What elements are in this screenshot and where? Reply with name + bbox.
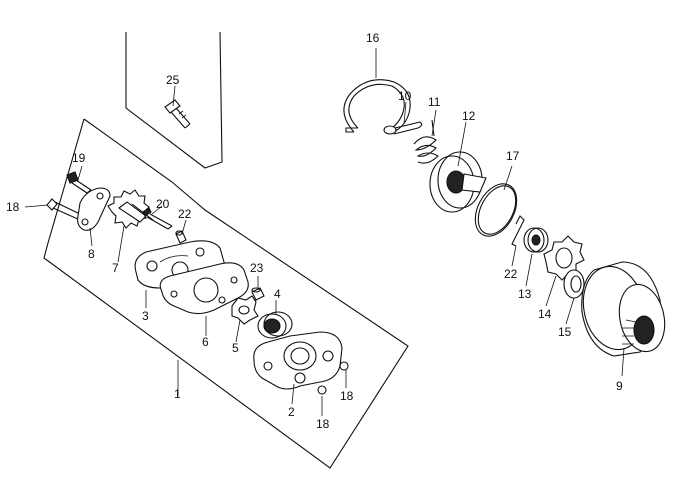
- callout-15: 15: [558, 325, 572, 339]
- callout-3: 3: [142, 309, 149, 323]
- o-ring-17: [474, 183, 518, 237]
- clip-23: [511, 215, 525, 247]
- sprocket-7: [107, 189, 154, 229]
- pump-body-2: [253, 331, 343, 390]
- pump-assembly-group-boundary: [43, 118, 409, 469]
- bolt-25-group-boundary: [125, 31, 223, 169]
- gasket-6: [159, 262, 249, 315]
- callout-5: 5: [232, 341, 239, 355]
- callout-18-a: 18: [340, 389, 354, 403]
- callout-13: 13: [518, 287, 532, 301]
- callout-16: 16: [366, 31, 380, 45]
- callout-7: 7: [112, 261, 119, 275]
- callout-4: 4: [274, 287, 281, 301]
- bolt-19: [46, 198, 83, 221]
- impeller-12: [429, 151, 487, 213]
- o-ring-18-b: [317, 385, 327, 395]
- nut-13: [523, 227, 549, 253]
- outer-rotor-4: [257, 311, 293, 339]
- pin-20: [142, 207, 173, 230]
- callout-23: 22: [504, 267, 518, 281]
- washer-15: [563, 269, 585, 299]
- housing-9: [581, 261, 666, 357]
- callout-2: 2: [288, 405, 295, 419]
- callout-6: 6: [202, 335, 209, 349]
- callout-25: 25: [166, 73, 180, 87]
- lock-washer-14: [543, 235, 585, 281]
- callout-19: 18: [6, 200, 20, 214]
- callout-8: 8: [88, 247, 95, 261]
- snap-ring-16: [343, 79, 411, 133]
- callout-14: 14: [538, 307, 552, 321]
- callout-18-b: 18: [316, 417, 330, 431]
- callout-12: 12: [462, 109, 476, 123]
- dowel-22: [175, 230, 187, 244]
- spring-11: [413, 119, 439, 164]
- callout-10: 10: [398, 89, 412, 103]
- leader-lines: [24, 48, 625, 416]
- o-ring-18-a: [339, 361, 349, 371]
- pin-24: [251, 287, 265, 301]
- callout-9: 9: [616, 379, 623, 393]
- callout-24: 23: [250, 261, 264, 275]
- inner-rotor-5: [231, 295, 259, 325]
- pin-10: [383, 121, 423, 135]
- callout-1: 1: [174, 387, 181, 401]
- bolt-25: [164, 99, 191, 129]
- callout-11: 11: [428, 95, 441, 109]
- callout-20: 20: [156, 197, 170, 211]
- callout-17: 17: [506, 149, 520, 163]
- callout-22: 22: [178, 207, 192, 221]
- drive-plate-8: [77, 187, 111, 231]
- callout-21: 19: [72, 151, 86, 165]
